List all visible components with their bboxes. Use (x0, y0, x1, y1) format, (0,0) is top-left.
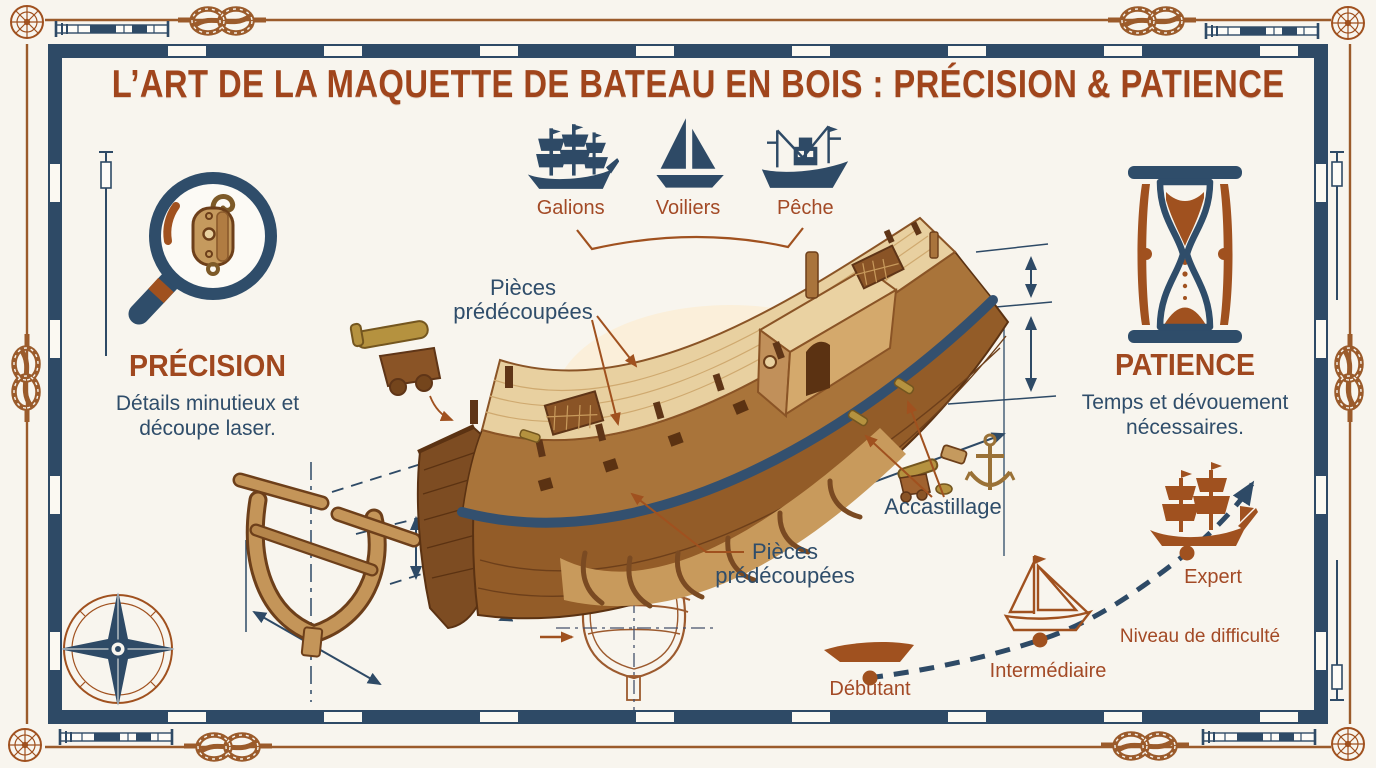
precision-description: Détails minutieux et découpe laser. (115, 392, 300, 440)
rope-knot-icon (1108, 9, 1196, 33)
hourglass-icon (1128, 166, 1242, 343)
compass-rose-icon (1331, 727, 1365, 761)
callout-line: Pièces (489, 275, 557, 300)
scale-ruler-icon (58, 727, 174, 747)
ship-type-label: Pêche (776, 197, 834, 219)
frame-border-top (48, 44, 1328, 58)
difficulty-axis-label: Niveau de difficulté (1119, 626, 1281, 647)
anchor-icon (964, 433, 1016, 490)
ship-types-brace (576, 227, 804, 251)
patience-section: PATIENCE Temps et dévouement nécessaires… (1075, 162, 1295, 441)
magnifier-pulley-icon (128, 172, 277, 325)
frame-border-bottom (48, 710, 1328, 724)
compass-rose-icon (10, 5, 44, 39)
ship-type-label: Voiliers (655, 197, 721, 219)
difficulty-curve (824, 462, 1258, 686)
callout-precut-bottom: Pièces prédécoupées (705, 540, 865, 588)
difficulty-label-intermediate: Intermédiaire (989, 660, 1107, 682)
galleon-icon (527, 124, 619, 189)
scale-ruler-icon (1204, 21, 1320, 41)
frame-border-left (48, 44, 62, 724)
ship-type-trawler: Pêche (747, 116, 864, 220)
main-ship-illustration (416, 216, 1010, 630)
beginner-hull-icon (824, 642, 914, 662)
sailboat-icon (656, 118, 724, 188)
intermediate-sailboat-icon (1003, 554, 1094, 632)
callout-line: Accastillage (884, 494, 1002, 519)
callout-line: prédécoupées (715, 562, 855, 588)
hull-frame-piece (232, 472, 422, 658)
compass-rose-icon (8, 728, 42, 762)
ship-type-galleon: Galions (512, 116, 629, 220)
ship-type-label: Galions (536, 197, 605, 219)
fittings-icons (897, 433, 1016, 503)
callout-line: prédécoupées (453, 298, 593, 324)
patience-description: Temps et dévouement nécessaires. (1081, 391, 1289, 439)
callout-line: Pièces (751, 539, 819, 564)
expert-galleon-icon (1150, 462, 1258, 546)
rope-knot-icon (1101, 734, 1189, 758)
page-title: L’ART DE LA MAQUETTE DE BATEAU EN BOIS :… (0, 63, 1376, 107)
ship-type-sailboat: Voiliers (629, 116, 746, 220)
compass-rose-icon (1331, 6, 1365, 40)
outer-border-decorations (8, 5, 1365, 762)
rope-knot-icon (14, 334, 38, 422)
precision-heading: PRÉCISION (129, 348, 286, 383)
plumb-line-icon (99, 151, 1344, 701)
difficulty-label-expert: Expert (1184, 566, 1242, 588)
fishing-trawler-icon (762, 125, 849, 188)
callout-fittings: Accastillage (873, 495, 1013, 519)
callout-precut-top: Pièces prédécoupées (443, 276, 603, 324)
scale-ruler-icon (54, 19, 170, 39)
rope-knot-icon (178, 9, 266, 33)
rope-line (25, 18, 1352, 749)
precision-section: PRÉCISION Détails minutieux et découpe l… (95, 148, 320, 442)
callout-leaders (591, 315, 945, 553)
rope-knot-icon (1337, 334, 1361, 422)
scale-ruler-icon (1201, 727, 1317, 747)
rope-knot-icon (184, 735, 272, 759)
frame-border-right (1314, 44, 1328, 724)
patience-heading: PATIENCE (1115, 347, 1255, 382)
difficulty-label-beginner: Débutant (829, 678, 911, 700)
cannon-icon (349, 320, 454, 422)
page-title-text: L’ART DE LA MAQUETTE DE BATEAU EN BOIS :… (111, 63, 1285, 106)
compass-rose-icon (59, 590, 177, 708)
ship-types-row: Galions Voiliers (512, 116, 864, 220)
